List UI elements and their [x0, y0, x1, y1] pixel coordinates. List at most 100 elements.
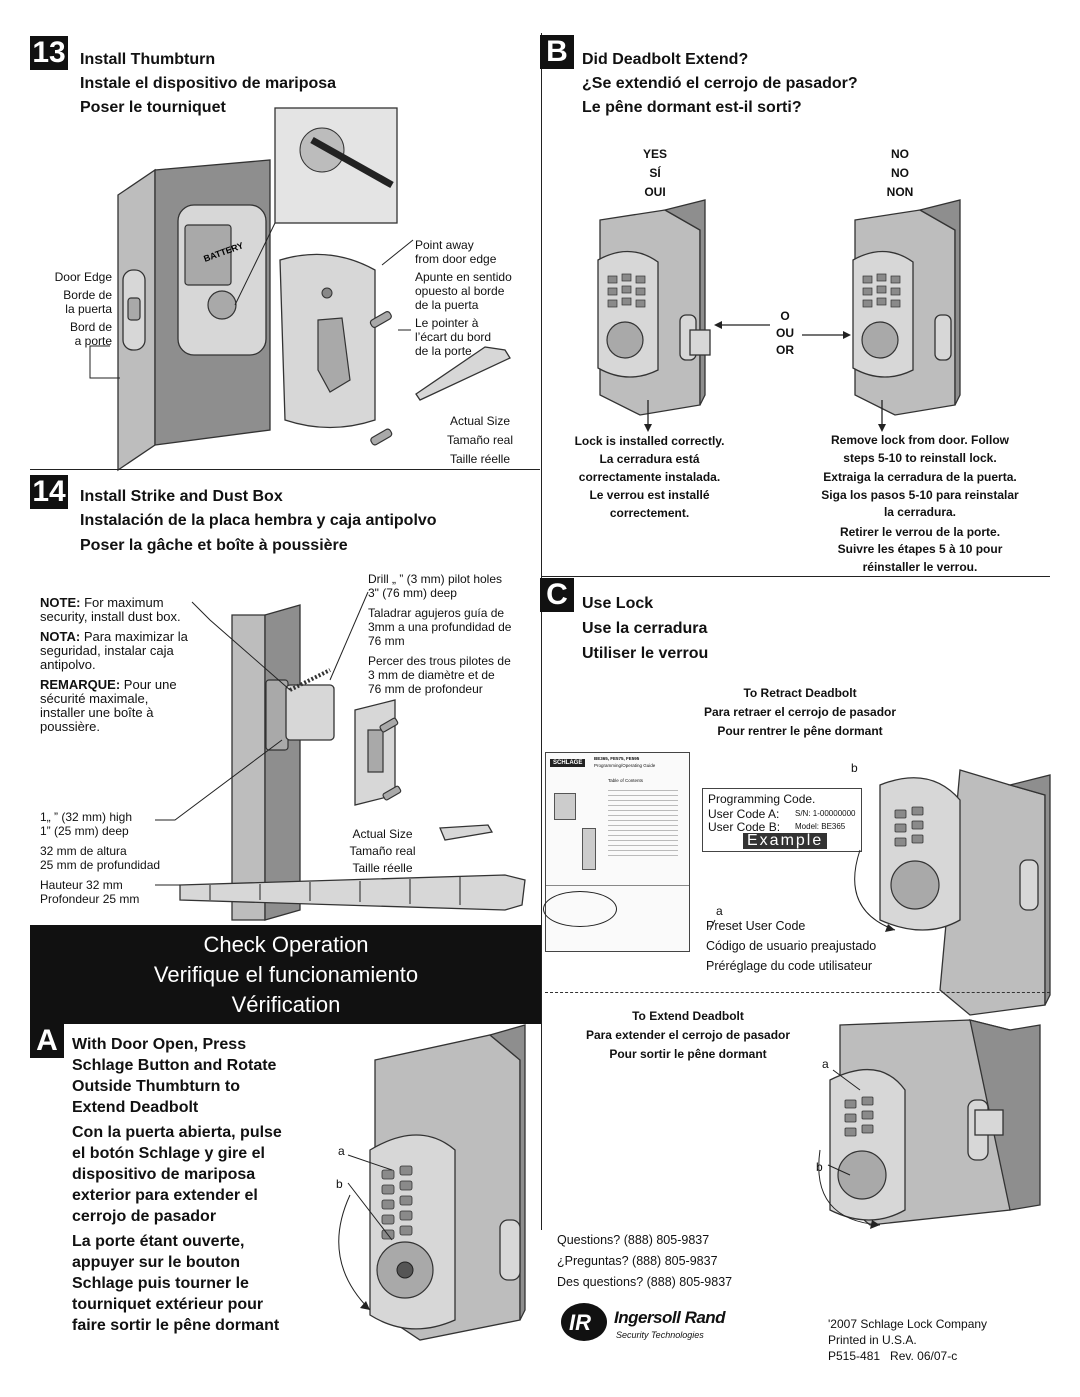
- no-result-6: Retirer le verrou de la porte.: [839, 524, 1001, 539]
- copyright-block: '2007 Schlage Lock Company Printed in U.…: [828, 1316, 987, 1364]
- drill-6: Percer des trous pilotes de: [368, 654, 511, 668]
- step-a-fr-2: appuyer sur le bouton: [72, 1254, 241, 1271]
- or-labels: O OU OR: [760, 308, 810, 359]
- step-b-title-fr: Le pêne dormant est-il sorti?: [582, 99, 802, 116]
- yes-en: YES: [642, 147, 667, 161]
- size-3: 32 mm de altura: [40, 844, 127, 858]
- yes-result-5: correctement.: [609, 506, 690, 520]
- serial-number: S/N: 1-00000000: [795, 809, 856, 818]
- step-c-badge: C: [540, 578, 574, 612]
- step-a-fr-3: Schlage puis tourner le: [72, 1275, 249, 1292]
- no-result-4: Siga los pasos 5-10 para reinstalar: [821, 487, 1019, 502]
- step-c-label-b: b: [851, 761, 858, 775]
- step-a-en-1: With Door Open, Press: [72, 1036, 247, 1053]
- extend-label-b: b: [816, 1160, 823, 1174]
- size-4: 25 mm de profundidad: [40, 858, 161, 872]
- step-14-illustration: [155, 591, 526, 921]
- drill-1: Drill „ ” (3 mm) pilot holes: [368, 572, 503, 586]
- point-away-3: Apunte en sentido: [415, 270, 512, 284]
- guide-title: Programming/Operating Guide: [594, 763, 656, 768]
- point-away-4: opuesto al borde: [415, 284, 505, 298]
- yes-result-1: Lock is installed correctly.: [574, 434, 725, 448]
- drill-4: 3mm a una profundidad de: [368, 620, 512, 634]
- yes-es: SÍ: [649, 166, 661, 180]
- note-es-text: Para maximizar la seguridad, instalar ca…: [40, 629, 188, 672]
- step-13-title-fr: Poser le tourniquet: [80, 99, 226, 116]
- part-number: P515-481 Rev. 06/07-c: [828, 1349, 958, 1363]
- step-c-label-a: a: [716, 904, 723, 918]
- step-13-actual-size: Actual Size Tamaño real Taille réelle: [425, 412, 535, 469]
- point-away-7: l’écart du bord: [415, 330, 492, 344]
- door-edge-en: Door Edge: [54, 270, 112, 284]
- or-en: OR: [776, 343, 794, 357]
- no-result-8: réinstaller le verrou.: [862, 559, 978, 574]
- note-es: NOTA: Para maximizar la seguridad, insta…: [40, 630, 190, 672]
- no-result-5: la cerradura.: [883, 505, 957, 519]
- step-14-notes: NOTE: For maximum security, install dust…: [40, 596, 190, 734]
- example-sticker: Programming Code. User Code A: User Code…: [702, 788, 862, 852]
- size-5: Hauteur 32 mm: [40, 878, 123, 892]
- yes-result-4: Le verrou est installé: [589, 488, 710, 502]
- preset-fr: Préréglage du code utilisateur: [706, 959, 873, 973]
- divider-b-c: [541, 576, 1050, 577]
- actual-size-en: Actual Size: [449, 414, 511, 428]
- door-edge-es1: Borde de: [63, 288, 112, 302]
- door-edge-fr2: a porte: [74, 334, 112, 348]
- step-14-title-es: Instalación de la placa hembra y caja an…: [80, 512, 437, 529]
- no-result-2: steps 5-10 to reinstall lock.: [843, 450, 997, 465]
- guide-models: BE365, FE575, FE595: [594, 756, 640, 761]
- guide-brand: SCHLAGE: [550, 759, 586, 767]
- step-b-badge: B: [540, 35, 574, 69]
- step-a-label-a: a: [338, 1144, 345, 1158]
- note-en-label: NOTE:: [40, 595, 81, 610]
- preset-en: Preset User Code: [706, 919, 806, 933]
- divider-13-14: [30, 469, 540, 470]
- column-divider: [541, 33, 542, 1230]
- drill-instructions: Drill „ ” (3 mm) pilot holes 3" (76 mm) …: [368, 572, 540, 696]
- door-edge-label: Door Edge Borde de la puerta Bord de a p…: [38, 270, 112, 348]
- check-operation-fr: Vérification: [231, 992, 341, 1017]
- preset-user-code: Preset User Code Código de usuario preaj…: [706, 916, 936, 976]
- step-14-badge: 14: [30, 475, 68, 509]
- step-a-en-4: Extend Deadbolt: [72, 1099, 199, 1116]
- step-a-illustration: [338, 1024, 526, 1341]
- guide-divider: [546, 885, 689, 886]
- step-a-badge: A: [30, 1024, 64, 1058]
- no-es: NO: [891, 166, 909, 180]
- guide-label-oval: [543, 891, 617, 927]
- yes-fr: OUI: [644, 185, 666, 199]
- step-13-illustration: BATTERY: [89, 107, 511, 472]
- point-away-6: Le pointer à: [415, 316, 479, 330]
- programming-code: Programming Code.: [708, 792, 816, 806]
- yes-result-3: correctamente instalada.: [578, 470, 721, 484]
- actual-size-es: Tamaño real: [446, 433, 514, 447]
- note-fr-text: Pour une sécurité maximale, installer un…: [40, 677, 177, 734]
- logo-brand: Ingersoll Rand: [614, 1308, 726, 1327]
- step-c-title-fr: Utiliser le verrou: [582, 645, 709, 662]
- check-operation-banner: Check Operation Verifique el funcionamie…: [30, 925, 542, 1024]
- step-a-es-1: Con la puerta abierta, pulse: [72, 1124, 282, 1141]
- drill-8: 76 mm de profondeur: [368, 682, 483, 696]
- step-a-es-4: exterior para extender el: [72, 1187, 258, 1204]
- user-code-b: User Code B:: [708, 820, 781, 834]
- extend-es: Para extender el cerrojo de pasador: [585, 1028, 791, 1042]
- guide-lock-image: [554, 793, 576, 820]
- no-result: Remove lock from door. Follow steps 5-10…: [790, 432, 1050, 576]
- check-operation-en: Check Operation: [203, 932, 369, 957]
- step-c-title-es: Use la cerradura: [582, 620, 708, 637]
- copyright: '2007 Schlage Lock Company: [828, 1317, 988, 1331]
- drill-2: 3" (76 mm) deep: [368, 586, 457, 600]
- no-en: NO: [891, 147, 909, 161]
- note-es-label: NOTA:: [40, 629, 81, 644]
- or-es: O: [780, 309, 790, 323]
- extend-fr: Pour sortir le pêne dormant: [609, 1047, 767, 1061]
- preset-es: Código de usuario preajustado: [706, 939, 877, 953]
- ir-logo-icon: IR: [561, 1303, 607, 1341]
- step-13-title-es: Instale el dispositivo de mariposa: [80, 75, 337, 92]
- point-away-2: from door edge: [415, 252, 497, 266]
- step-a-en-2: Schlage Button and Rotate: [72, 1057, 277, 1074]
- step-13-title-en: Install Thumbturn: [80, 51, 216, 68]
- no-result-7: Suivre les étapes 5 à 10 pour: [837, 542, 1003, 556]
- step-c-title-en: Use Lock: [582, 595, 654, 612]
- guide-strike-image: [582, 828, 596, 870]
